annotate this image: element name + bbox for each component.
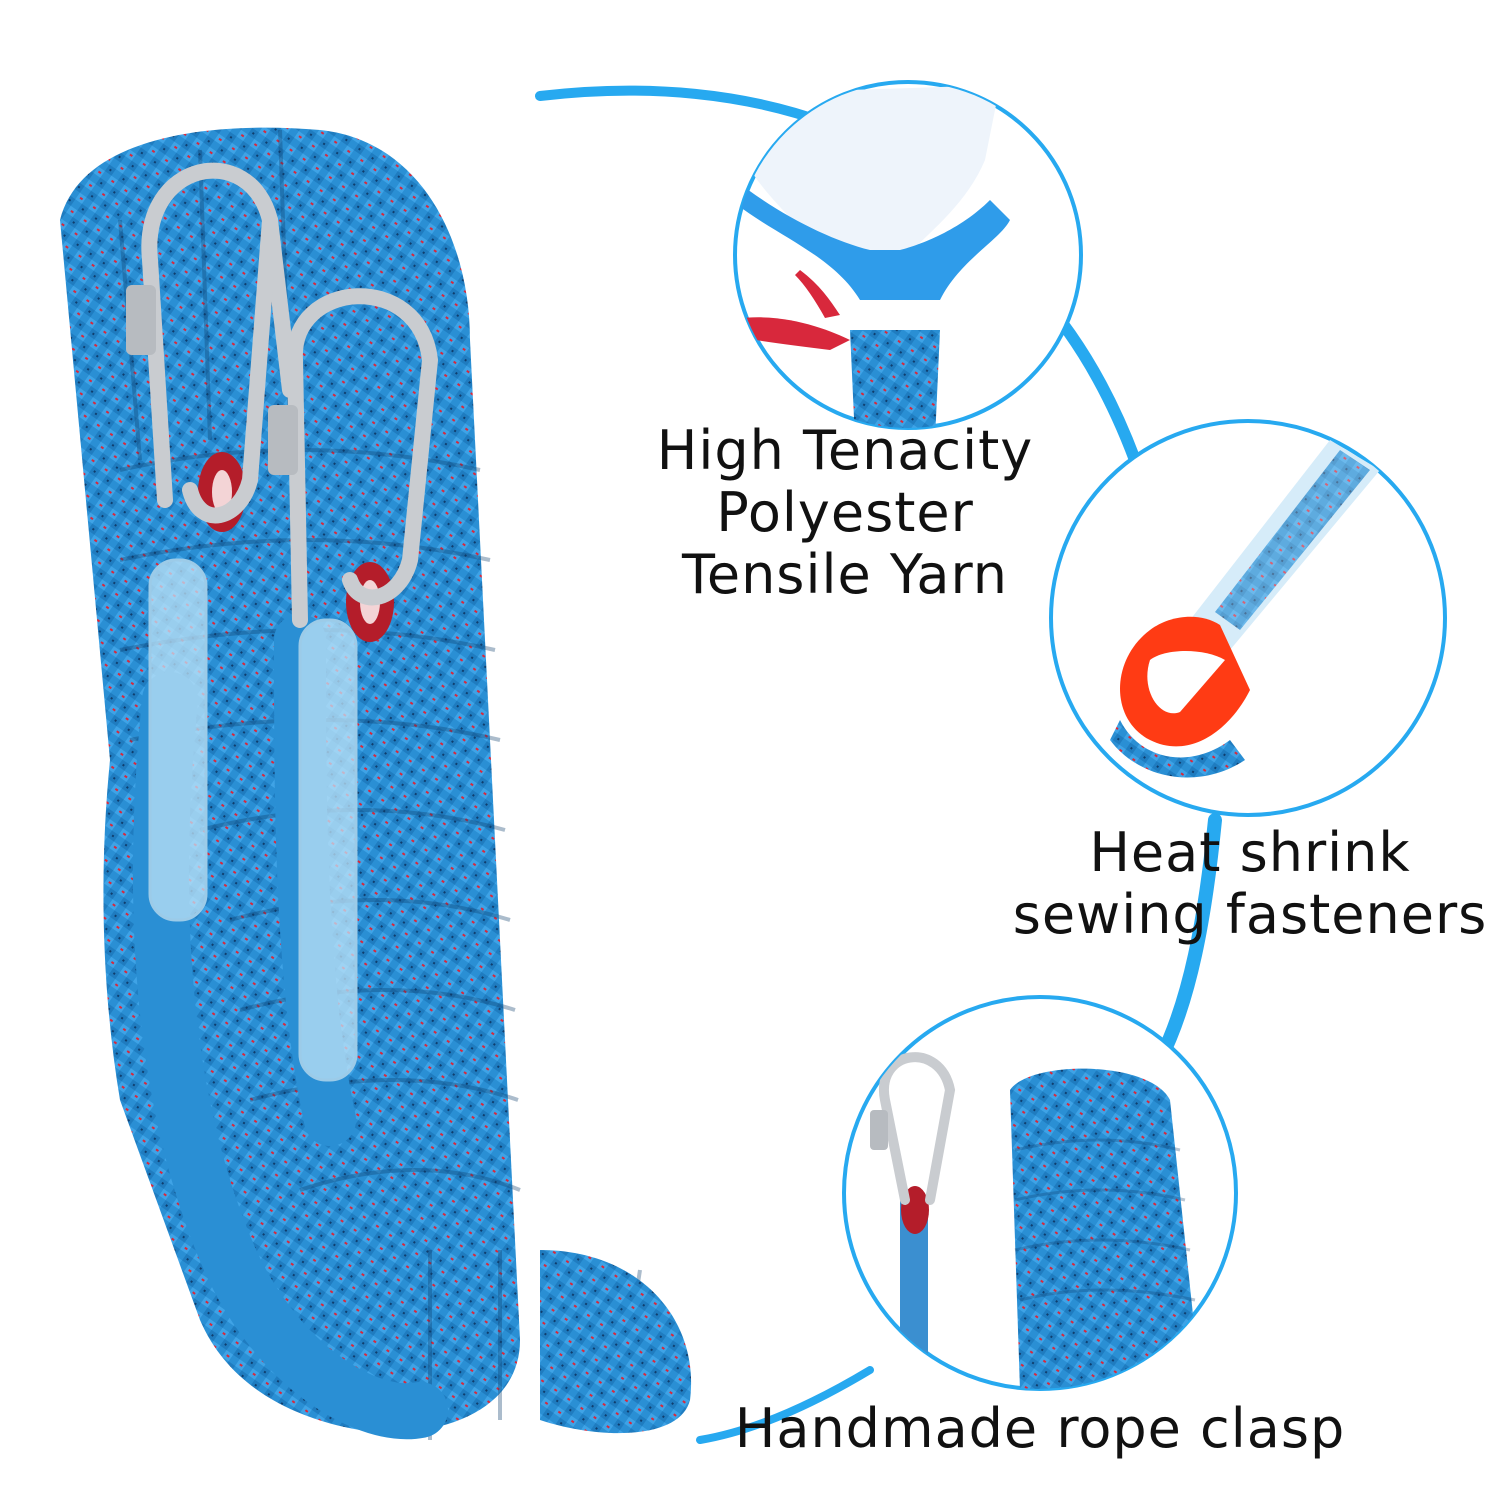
label-line: Handmade rope clasp [734, 1397, 1346, 1460]
rope-coil [60, 127, 692, 1440]
carabiner-lock [126, 285, 298, 475]
label-line: High Tenacity [656, 419, 1034, 482]
carabiner-icon [141, 162, 439, 628]
label-high-tenacity-yarn: High Tenacity Polyester Tensile Yarn [610, 420, 1080, 606]
label-handmade-clasp: Handmade rope clasp [730, 1398, 1350, 1460]
label-line: sewing fasteners [1012, 883, 1488, 946]
label-line: Heat shrink [1089, 821, 1411, 884]
label-heat-shrink: Heat shrink sewing fasteners [1010, 822, 1490, 946]
rope-clasp [1010, 1068, 1200, 1389]
detail-thimble-circle [1049, 419, 1447, 817]
detail-yarn-circle [733, 80, 1083, 430]
label-line: Polyester [716, 481, 974, 544]
detail-clasp-circle [842, 995, 1238, 1391]
carabiner-icon [878, 1052, 956, 1205]
label-line: Tensile Yarn [682, 543, 1008, 606]
